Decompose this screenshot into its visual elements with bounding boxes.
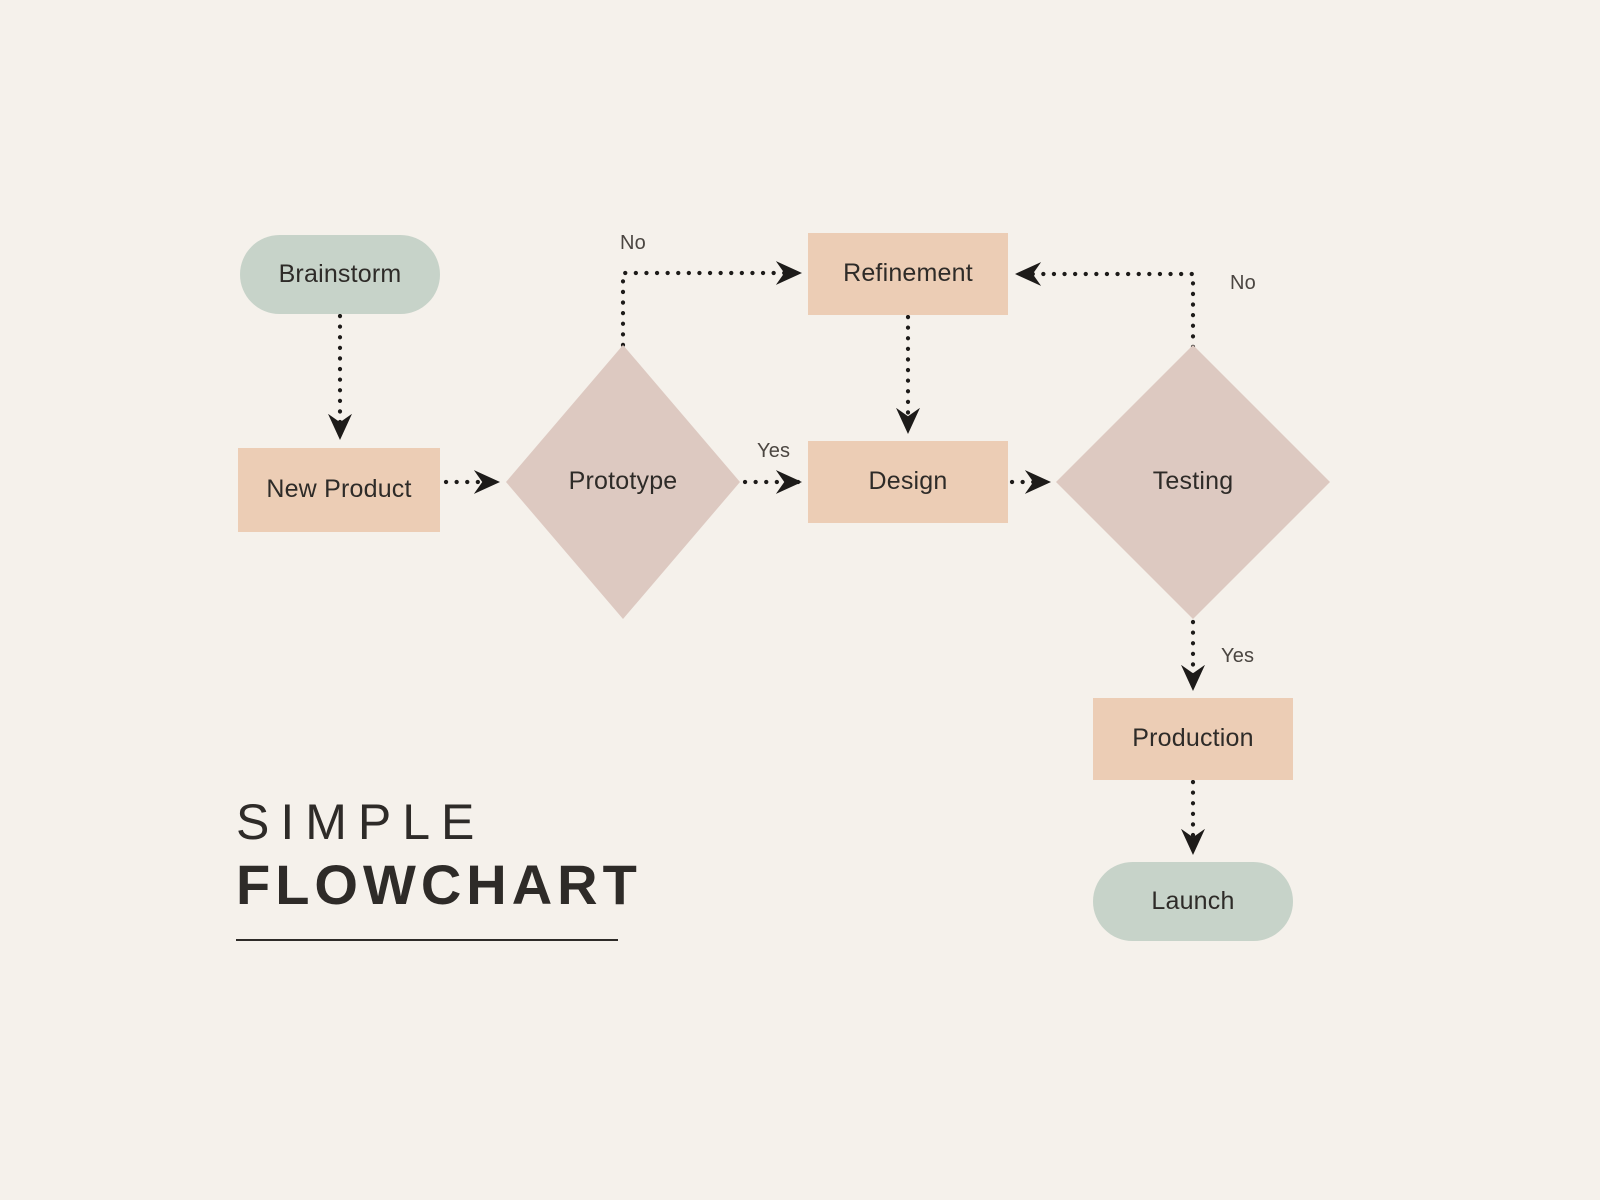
title-block: SIMPLE FLOWCHART — [236, 794, 876, 942]
node-label-production: Production — [1132, 724, 1254, 753]
edge-label-testing-no: No — [1230, 272, 1256, 294]
node-launch[interactable]: Launch — [1093, 862, 1293, 941]
node-testing[interactable]: Testing — [1056, 445, 1330, 519]
edge-label-testing-yes: Yes — [1221, 645, 1255, 667]
node-design[interactable]: Design — [808, 441, 1008, 523]
edge-testing-no-to-refinement — [1014, 261, 1196, 350]
node-label-launch: Launch — [1151, 886, 1235, 915]
title-line-simple: SIMPLE — [236, 794, 486, 850]
edge-label-prototype-no: No — [620, 232, 646, 254]
node-label-prototype: Prototype — [568, 467, 678, 496]
node-shape-prototype[interactable] — [506, 345, 740, 619]
node-label-refinement: Refinement — [843, 259, 973, 288]
node-production[interactable]: Production — [1093, 698, 1293, 780]
node-label-new-product: New Product — [266, 475, 412, 504]
node-prototype[interactable]: Prototype — [506, 445, 740, 519]
title-underline-rule — [236, 939, 618, 942]
node-shape-testing[interactable] — [1056, 345, 1330, 619]
node-label-brainstorm: Brainstorm — [278, 259, 402, 288]
title-line-flowchart: FLOWCHART — [236, 853, 642, 916]
node-label-design: Design — [868, 467, 948, 496]
node-refinement[interactable]: Refinement — [808, 233, 1008, 315]
node-label-testing: Testing — [1152, 467, 1234, 496]
edge-prototype-no-to-refinement — [620, 260, 803, 348]
edge-label-prototype-yes: Yes — [757, 440, 791, 462]
node-brainstorm[interactable]: Brainstorm — [240, 235, 440, 314]
node-new-product[interactable]: New Product — [238, 448, 440, 532]
